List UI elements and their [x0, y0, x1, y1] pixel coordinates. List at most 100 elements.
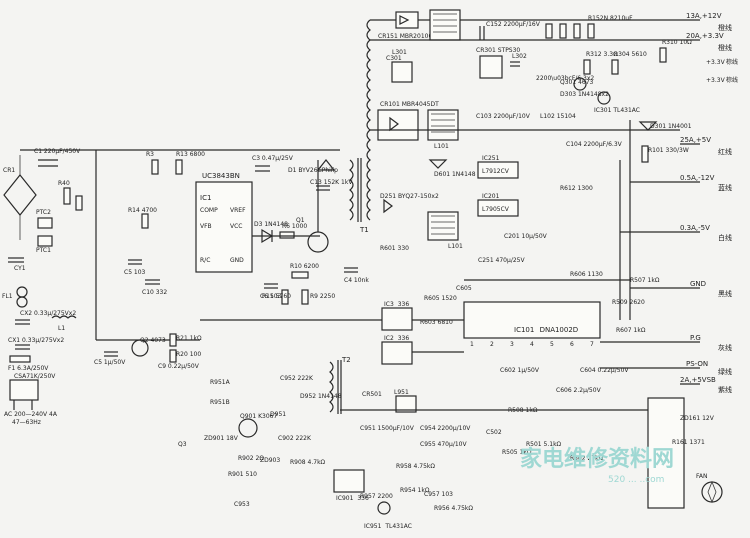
r957-label: R957 2200 [360, 493, 393, 500]
d951-label: D951 [270, 411, 286, 418]
ic2-ref: IC2 [384, 335, 394, 342]
r20-label: R20 100 [176, 351, 201, 358]
q901-mosfet-icon [238, 418, 258, 438]
r507-label: R507 1kΩ [630, 277, 660, 284]
svg-text:3: 3 [510, 341, 514, 348]
r951a-label: R951A [210, 379, 231, 386]
out-5vsb-wire: 紫线 [718, 385, 732, 394]
ac-input-section: CR1 C1 220μF/450V R40 PTC2 PTC1 CY1 FL1 … [2, 148, 340, 426]
out-12v-wire: 橙线 [718, 23, 732, 32]
r6-label: R6 1000 [282, 223, 307, 230]
r505-label: R505 1kΩ [502, 449, 532, 456]
ic3-part: 336 [398, 301, 410, 308]
pwm-controller-section: UC3843BN IC1 COMP VFB R/C GND VREF VCC R… [94, 151, 369, 370]
ycap-label: CY1 [14, 265, 26, 272]
ic1-ref: IC1 [200, 194, 211, 202]
r502-label: R502 27kΩ [570, 455, 604, 462]
ic201-ref: IC201 [482, 193, 500, 200]
svg-text:5: 5 [550, 341, 554, 348]
q901-label: Q901 K3067 [240, 413, 277, 420]
ic251-part: L7912CV [482, 168, 510, 175]
r902-label: R902 2Ω [238, 455, 264, 462]
ic1-part: UC3843BN [202, 172, 240, 180]
l301b-label: C301 [386, 55, 402, 62]
out-sense1-wire: 棕线 [726, 58, 738, 66]
d301-label: D301 1N4001 [650, 123, 692, 130]
c6-label: C6 103 [260, 293, 282, 300]
ic2-opto [381, 341, 413, 365]
ic951-ref: IC951 [364, 523, 382, 530]
r501-label: R501 5.1kΩ [526, 441, 562, 448]
ac-input-label: AC 200—240V 4A [4, 411, 58, 418]
l301-label: L301 [392, 49, 407, 56]
input-switch [9, 379, 39, 401]
c605-label: C605 [456, 285, 472, 292]
r958-label: R958 4.75kΩ [396, 463, 435, 470]
ic2-part: 336 [398, 335, 410, 342]
out-n5-voltage: 0.3A,-5V [680, 224, 710, 232]
output-connector: 13A,+12V 橙线 20A,+3.3V 橙线 +3.3V 棕线 +3.3V … [600, 12, 738, 394]
r14-label: R14 4700 [128, 207, 157, 214]
l102-label: L102 15104 [540, 113, 576, 120]
r312-label: R312 3.3Ω [586, 51, 618, 58]
out-n12-wire: 蓝线 [718, 183, 732, 192]
d1-label: D1 BYV26CPhilip [288, 167, 338, 174]
t1-label: T1 [359, 226, 369, 234]
c302-label: 2200\u03bcF/6.3x2 [536, 75, 594, 82]
ic251-box [477, 161, 519, 179]
r310-label: R310 10Ω [662, 39, 692, 46]
ic2-label: IC2 336 [384, 335, 409, 342]
ic3-label: IC3 336 [384, 301, 409, 308]
out-sense2-wire: 棕线 [726, 76, 738, 84]
ic951-label: IC951 TL431AC [364, 523, 412, 530]
fuse-label: F1 6.3A/250V [8, 365, 49, 372]
out-pson-wire: 绿线 [718, 367, 732, 376]
inductor-label: L1 [58, 325, 65, 332]
r605-label: R605 1520 [424, 295, 457, 302]
r612-label: R612 1300 [560, 185, 593, 192]
ac-freq-label: 47—63Hz [12, 419, 41, 426]
r951b-label: R951B [210, 399, 230, 406]
d303-label: D303 1N4148x2 [560, 91, 609, 98]
svg-text:1: 1 [470, 341, 474, 348]
c103-label: C103 2200μF/10V [476, 113, 531, 120]
l101-label: L101 [434, 143, 449, 150]
ic3-ref: IC3 [384, 301, 394, 308]
switch-label: CSA71K/250V [14, 373, 56, 380]
c4-label: C4 10nk [344, 277, 369, 284]
out-3v3-voltage: 20A,+3.3V [686, 32, 724, 40]
d601-label: D601 1N4148 [434, 171, 476, 178]
r21-label: R21 1kΩ [176, 335, 202, 342]
q2-label: Q2 4073 [140, 337, 166, 344]
cr301-label: CR301 STPS30 [476, 47, 520, 54]
fan-control-box [647, 397, 685, 509]
svg-text:6: 6 [570, 341, 574, 348]
out-sense1-voltage: +3.3V [706, 59, 726, 66]
standby-section: T2 R951A R951B C952 222K D952 1N4148 D95… [178, 356, 723, 530]
cr101-label: CR101 MBR4045DT [380, 101, 439, 108]
ic201-box [477, 199, 519, 217]
zd903-label: ZD903 [260, 457, 280, 464]
fan-label: FAN [696, 473, 708, 480]
c9-label: C9 0.22μ/50V [158, 363, 200, 370]
filter-label: FL1 [2, 293, 13, 300]
ic1-pin-rc: R/C [200, 257, 210, 264]
c201-label: C201 10μ/50V [504, 233, 548, 240]
q1-label: Q1 [296, 217, 305, 224]
r601-label: R601 330 [380, 245, 409, 252]
ic951-part: TL431AC [384, 523, 412, 530]
out-pg-voltage: P.G [690, 334, 701, 342]
r15-label: R15 5760 [262, 293, 291, 300]
r901-label: R901 510 [228, 471, 257, 478]
out-pg-wire: 灰线 [718, 343, 732, 352]
bulk-cap-label: C1 220μF/450V [34, 148, 81, 155]
l101b-label: L101 [448, 243, 463, 250]
ic1-box [195, 181, 253, 273]
out-3v3-wire: 橙线 [718, 43, 732, 52]
c3-label: C3 0.47μ/25V [252, 155, 294, 162]
out-gnd-voltage: GND [690, 280, 706, 288]
watermark-url: 520 ... ..com [608, 475, 664, 485]
tl431-label: IC301 TL431AC [594, 107, 640, 114]
c602-label: C602 1μ/50V [500, 367, 540, 374]
bridge-label: CR1 [3, 167, 15, 174]
